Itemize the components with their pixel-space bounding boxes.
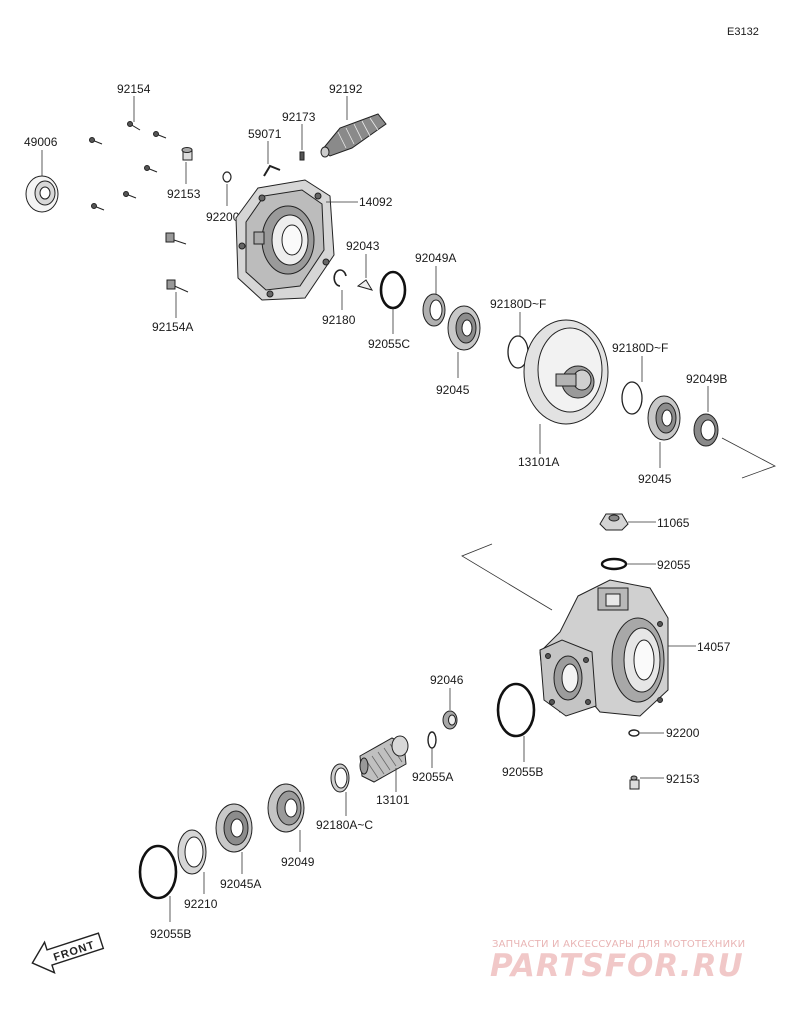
- part-14092-housing[interactable]: [235, 179, 335, 301]
- label-92173: 92173: [282, 110, 316, 124]
- label-92153-b: 92153: [666, 772, 700, 786]
- label-92045-top: 92045: [436, 383, 470, 397]
- part-92055A-oring[interactable]: [427, 731, 437, 749]
- watermark-tagline: ЗАПЧАСТИ И АКСЕССУАРЫ ДЛЯ МОТОТЕХНИКИ: [492, 939, 746, 950]
- label-49006: 49006: [24, 135, 58, 149]
- label-92045A: 92045A: [220, 877, 261, 891]
- small-bolts: [89, 121, 189, 293]
- part-92045A-bearing[interactable]: [215, 803, 253, 853]
- part-92049B-seal[interactable]: [693, 413, 719, 447]
- label-92210: 92210: [184, 897, 218, 911]
- label-13101A: 13101A: [518, 455, 559, 469]
- label-92180: 92180: [322, 313, 356, 327]
- part-92180-circlip[interactable]: [333, 269, 347, 287]
- front-arrow-icon: FRONT: [31, 932, 105, 974]
- part-92049-seal[interactable]: [267, 783, 305, 833]
- label-92055B-bottom: 92055B: [150, 927, 191, 941]
- part-92173-clamp[interactable]: [299, 151, 305, 161]
- label-14057: 14057: [697, 640, 731, 654]
- label-92180DF-2: 92180D~F: [612, 341, 668, 355]
- label-92055B-mid: 92055B: [502, 765, 543, 779]
- part-92055C-oring[interactable]: [379, 270, 407, 310]
- reference-line-top: [721, 437, 776, 479]
- part-92192-boot[interactable]: [320, 113, 387, 158]
- part-92046-bearing[interactable]: [442, 710, 458, 730]
- label-14092: 14092: [359, 195, 393, 209]
- part-92153-plug-b[interactable]: [629, 775, 640, 790]
- label-92049A: 92049A: [415, 251, 456, 265]
- diagram-code: E3132: [727, 26, 759, 38]
- reference-line-mid: [461, 543, 553, 611]
- label-92046: 92046: [430, 673, 464, 687]
- watermark-brand: PARTSFOR.RU: [490, 948, 744, 984]
- label-92045-right: 92045: [638, 472, 672, 486]
- label-92180AC: 92180A~C: [316, 818, 373, 832]
- part-11065-cap[interactable]: [599, 513, 629, 531]
- label-92154A: 92154A: [152, 320, 193, 334]
- label-92200-b: 92200: [666, 726, 700, 740]
- label-92043: 92043: [346, 239, 380, 253]
- part-92180DF-shim-2[interactable]: [621, 381, 643, 415]
- part-92200-washer-b[interactable]: [628, 729, 640, 737]
- label-92180DF-1: 92180D~F: [490, 297, 546, 311]
- label-92049B: 92049B: [686, 372, 727, 386]
- part-59071-pin[interactable]: [263, 164, 281, 177]
- label-11065: 11065: [657, 516, 690, 530]
- label-92192: 92192: [329, 82, 363, 96]
- label-92049: 92049: [281, 855, 315, 869]
- label-92200: 92200: [206, 210, 240, 224]
- label-13101: 13101: [376, 793, 410, 807]
- label-92055A: 92055A: [412, 770, 453, 784]
- part-92049A-seal[interactable]: [422, 293, 446, 327]
- part-49006-cap[interactable]: [25, 175, 59, 213]
- label-92154: 92154: [117, 82, 151, 96]
- part-92055B-oring-bottom[interactable]: [138, 844, 178, 900]
- part-92045-bearing-right[interactable]: [647, 395, 681, 441]
- part-92055B-oring-mid[interactable]: [496, 682, 536, 738]
- part-92153-plug[interactable]: [181, 147, 193, 161]
- part-13101A-ring-gear[interactable]: [523, 319, 609, 425]
- part-92180AC-shim[interactable]: [330, 763, 350, 793]
- part-92210-seal[interactable]: [177, 829, 207, 875]
- part-13101-pinion[interactable]: [359, 735, 409, 783]
- part-92045-bearing-top[interactable]: [447, 305, 481, 351]
- part-92043[interactable]: [356, 279, 374, 291]
- part-14057-gear-case[interactable]: [539, 579, 669, 717]
- part-92055-oring[interactable]: [600, 557, 628, 571]
- label-59071: 59071: [248, 127, 282, 141]
- label-92055C: 92055C: [368, 337, 410, 351]
- label-92153: 92153: [167, 187, 201, 201]
- part-92200-washer[interactable]: [222, 171, 232, 183]
- label-92055: 92055: [657, 558, 691, 572]
